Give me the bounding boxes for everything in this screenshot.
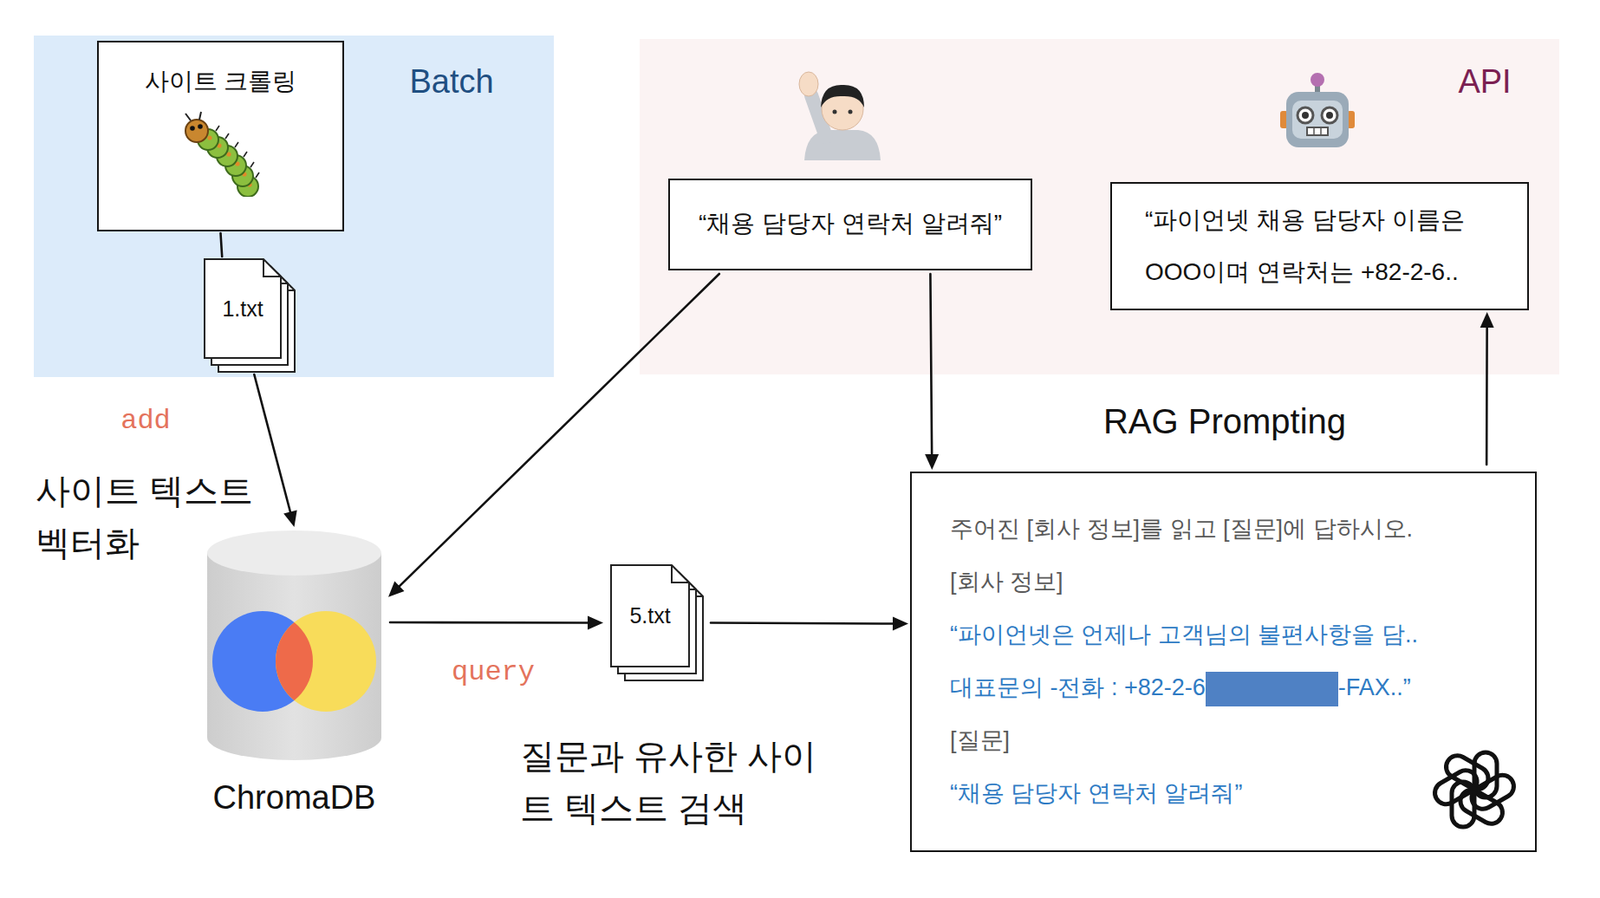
context-text: “채용 담당자 연락처 알려줘” [949, 780, 1243, 807]
robot-mouth [1307, 127, 1328, 136]
cylinder-top [207, 530, 382, 576]
prompt-line: [질문] [949, 714, 1518, 768]
answer-text: “파이언넷 채용 담당자 이름은 OOO이며 연락처는 +82-2-6.. [1144, 194, 1505, 299]
robot-pupil [1326, 111, 1334, 119]
page-fold [263, 259, 281, 277]
robot-eye [1321, 107, 1338, 124]
robot-teeth [1313, 127, 1321, 136]
caterpillar-eye [197, 123, 203, 130]
connector-line [710, 623, 895, 625]
document-stack: 1.txt [203, 258, 296, 373]
robot-eye [1297, 107, 1314, 124]
page-fold [671, 565, 690, 583]
arrowhead [924, 454, 939, 470]
prompt-line: [회사 정보] [949, 555, 1518, 609]
robot-head [1286, 91, 1349, 148]
operation-label: query [451, 656, 535, 689]
operation-label: add [120, 404, 171, 437]
person-eye [832, 110, 838, 115]
step-caption: 질문과 유사한 사이트 텍스트 검색 [520, 729, 828, 834]
robot-face [1292, 100, 1343, 139]
caterpillar-antenna [185, 111, 202, 121]
document-page [204, 259, 281, 358]
context-text: “파이언넷은 언제나 고객님의 불편사항을 담.. [949, 621, 1418, 648]
connector-line [1485, 325, 1489, 465]
arrowhead [388, 581, 404, 598]
document-stack: 5.txt [610, 564, 704, 682]
caterpillar-icon [173, 110, 269, 197]
connector [710, 617, 909, 631]
connector-line [397, 273, 719, 588]
arrowhead [283, 510, 297, 527]
caterpillar-spot [207, 135, 212, 140]
band-title: API [1457, 63, 1511, 101]
box-label: 사이트 크롤링 [98, 65, 343, 98]
database-cylinder-shape [207, 530, 382, 761]
prompt-line: 주어진 [회사 정보]를 읽고 [질문]에 답하시오. [949, 502, 1518, 556]
person-hand [799, 71, 819, 97]
instruction-text: 주어진 [회사 정보]를 읽고 [질문]에 답하시오. [949, 515, 1413, 542]
answer-box: “파이언넷 채용 담당자 이름은 OOO이며 연락처는 +82-2-6.. [1110, 182, 1529, 311]
logo-yellow [275, 611, 377, 712]
prompt-box: 주어진 [회사 정보]를 읽고 [질문]에 답하시오. [회사 정보] “파이언넷은… [910, 471, 1537, 853]
connector-line [221, 233, 223, 257]
connector-line [390, 621, 590, 625]
logo-loop [1442, 751, 1493, 794]
arrowhead [1480, 312, 1495, 328]
caterpillar-head [185, 119, 209, 143]
connector-line [930, 273, 932, 456]
logo-loop [1456, 786, 1507, 829]
question-box: “채용 담당자 연락처 알려줘” [668, 178, 1033, 271]
database-label: ChromaDB [213, 779, 377, 817]
caterpillar-eye [189, 125, 196, 131]
redaction-bar [1205, 671, 1339, 707]
batch-band: Batch 사이트 크롤링 1.txt [33, 35, 554, 378]
connector [253, 374, 297, 527]
crawler-box: 사이트 크롤링 [97, 40, 345, 232]
robot-antenna-ball [1310, 72, 1325, 87]
prompt-line: “파이언넷은 언제나 고객님의 불편사항을 담.. [949, 608, 1518, 662]
prompt-line: “채용 담당자 연락처 알려줘” [949, 767, 1518, 820]
person-hair [820, 84, 865, 108]
prompt-line: 대표문의 -전화 : +82-2-6 -FAX..” [949, 661, 1518, 715]
document-label-holder: 1.txt [203, 258, 282, 359]
robot-icon [1280, 72, 1355, 148]
context-text: 대표문의 -전화 : +82-2-6 [949, 674, 1206, 701]
document-label-holder: 5.txt [610, 564, 690, 668]
logo-orange [275, 611, 377, 712]
person-body [804, 130, 881, 161]
document-label: 5.txt [629, 603, 670, 629]
connector-line [253, 374, 291, 514]
connector [390, 615, 604, 630]
cylinder-body [207, 552, 382, 761]
connector [221, 233, 223, 257]
person-eye [848, 110, 853, 115]
question-text: “채용 담당자 연락처 알려줘” [683, 180, 1017, 267]
arrowhead [892, 617, 909, 631]
step-caption: 사이트 텍스트 벡터화 [35, 464, 270, 569]
document-page [611, 565, 690, 667]
instruction-text: [회사 정보] [949, 568, 1064, 595]
api-band: API “채용 담당자 연락처 알려줘” “파이언넷 채용 담당자 이름은 OOO이… [639, 39, 1560, 375]
instruction-text: [질문] [949, 727, 1010, 754]
arrowhead [587, 615, 604, 630]
person-icon [799, 71, 881, 161]
connector [924, 273, 939, 470]
context-text: -FAX..” [1338, 674, 1412, 701]
robot-pupil [1301, 111, 1309, 119]
database-cylinder: ChromaDB [207, 530, 382, 761]
connector [1480, 312, 1495, 465]
document-label: 1.txt [221, 296, 263, 322]
openai-logo [1426, 741, 1522, 838]
band-title: Batch [409, 63, 494, 101]
connector [388, 273, 720, 598]
section-title: RAG Prompting [1103, 402, 1347, 442]
